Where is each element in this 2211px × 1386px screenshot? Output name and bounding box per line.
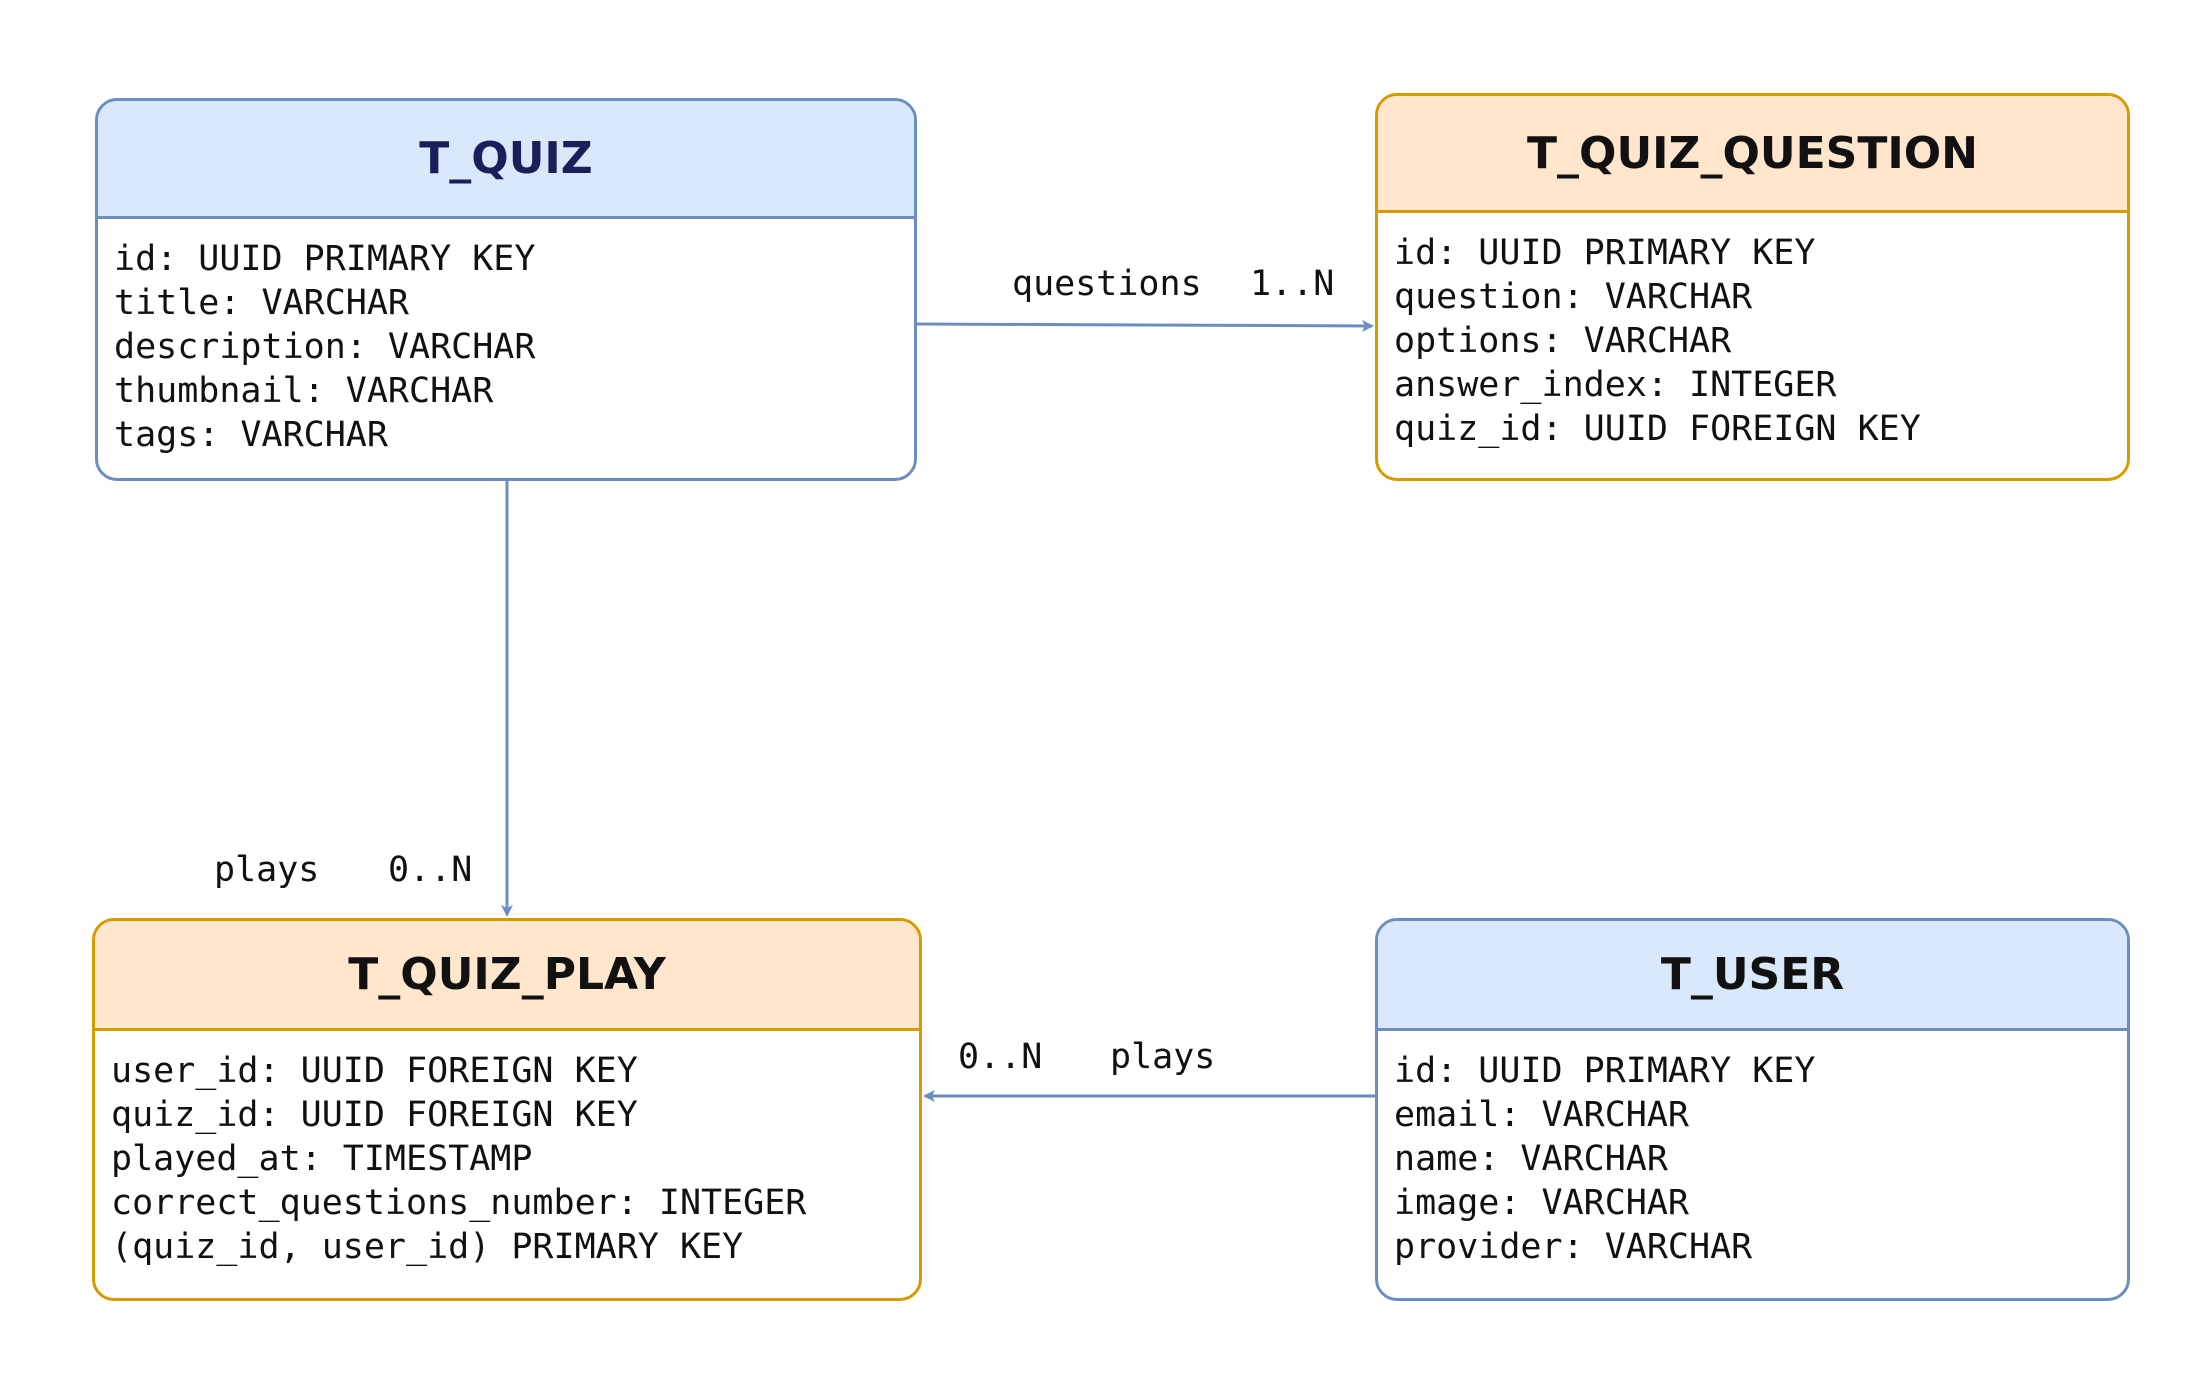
edge-cardinality-questions: 1..N [1250,264,1335,304]
edge-cardinality-user-plays: 0..N [958,1037,1043,1077]
entity-title: T_USER [1378,921,2127,1031]
entity-field: quiz_id: UUID FOREIGN KEY [1394,409,1921,449]
edge-cardinality-quiz-plays: 0..N [388,850,473,890]
entity-field: id: UUID PRIMARY KEY [114,239,536,279]
edge-label-user-plays: plays [1110,1037,1216,1077]
edge-label-quiz-plays: plays [214,850,320,890]
entity-field: description: VARCHAR [114,327,536,367]
entity-field: image: VARCHAR [1394,1183,1690,1223]
entity-field: tags: VARCHAR [114,415,388,455]
entity-field: thumbnail: VARCHAR [114,371,494,411]
entity-field: played_at: TIMESTAMP [111,1139,533,1179]
entity-field: correct_questions_number: INTEGER [111,1183,807,1223]
entity-field: user_id: UUID FOREIGN KEY [111,1051,638,1091]
entity-field: answer_index: INTEGER [1394,365,1837,405]
entity-field: id: UUID PRIMARY KEY [1394,1051,1816,1091]
entity-field: (quiz_id, user_id) PRIMARY KEY [111,1227,744,1267]
entity-title: T_QUIZ_QUESTION [1378,96,2127,213]
entity-field: quiz_id: UUID FOREIGN KEY [111,1095,638,1135]
entity-field: name: VARCHAR [1394,1139,1668,1179]
entity-field: question: VARCHAR [1394,277,1753,317]
edge-label-questions: questions [1012,264,1202,304]
entity-title: T_QUIZ_PLAY [95,921,919,1031]
entity-field: provider: VARCHAR [1394,1227,1753,1267]
entity-field: title: VARCHAR [114,283,410,323]
entity-title: T_QUIZ [98,101,914,219]
entity-field: options: VARCHAR [1394,321,1732,361]
edge-quiz-to-question [916,319,1374,332]
entity-field: email: VARCHAR [1394,1095,1690,1135]
entity-field: id: UUID PRIMARY KEY [1394,233,1816,273]
